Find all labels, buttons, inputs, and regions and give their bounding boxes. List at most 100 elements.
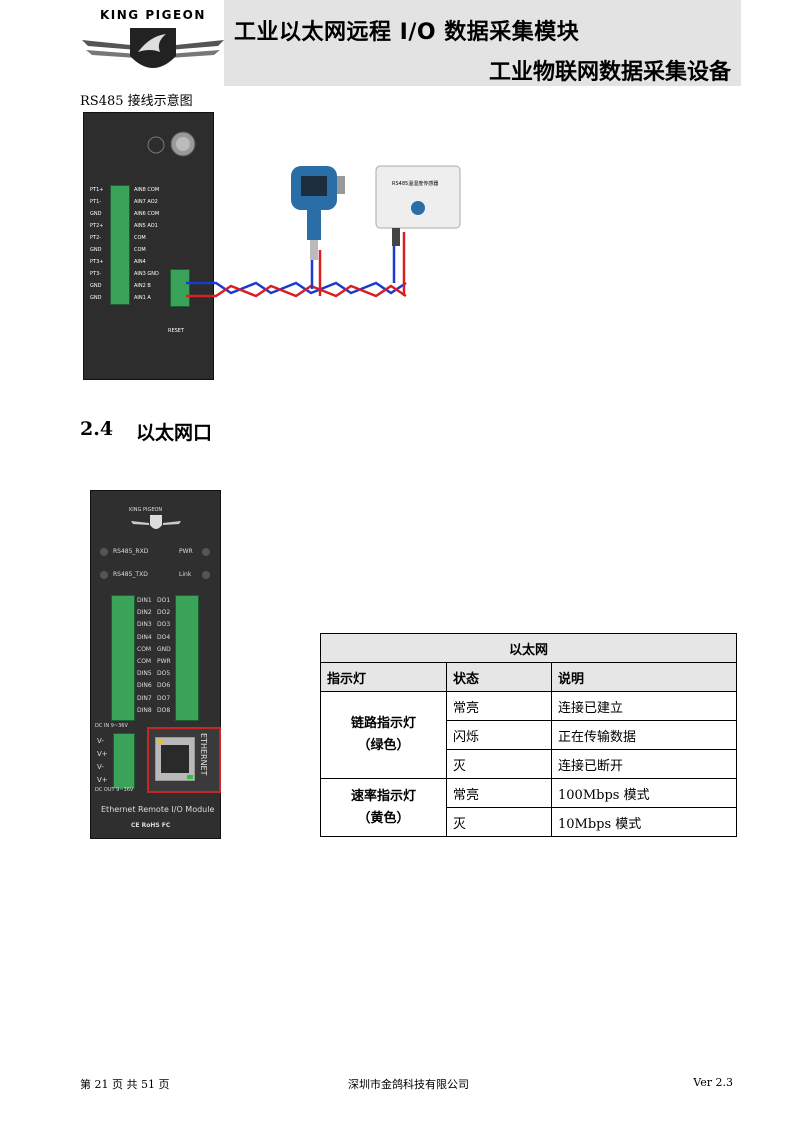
header-band bbox=[224, 0, 741, 86]
description-cell: 连接已建立 bbox=[551, 691, 737, 721]
pin-label-left: PT3- bbox=[90, 271, 102, 277]
io-label-din: DIN4 bbox=[137, 633, 152, 641]
pressure-transmitter bbox=[291, 166, 345, 260]
pin-label-left: PT1+ bbox=[90, 187, 104, 193]
king-pigeon-logo bbox=[82, 28, 224, 68]
table-title: 以太网 bbox=[320, 633, 737, 663]
led-pwr: PWR bbox=[179, 548, 193, 555]
ethernet-led-table: 以太网 指示灯 状态 说明 链路指示灯 （绿色） 常亮 连接已建立 闪烁 正在传… bbox=[320, 633, 737, 837]
brand-name: KING PIGEON bbox=[100, 8, 206, 22]
io-label-din: DIN2 bbox=[137, 609, 152, 617]
description-cell: 100Mbps 模式 bbox=[551, 778, 737, 808]
section-number: 2.4 bbox=[80, 418, 114, 440]
table-row: 灭 10Mbps 模式 bbox=[321, 807, 737, 837]
document-title: 工业以太网远程 I/O 数据采集模块 bbox=[234, 20, 580, 45]
speed-indicator-cell: 速率指示灯 （黄色） bbox=[320, 778, 447, 837]
model-label: Ethernet Remote I/O Module bbox=[101, 805, 215, 814]
reset-label: RESET bbox=[168, 328, 185, 334]
led-link: Link bbox=[179, 571, 192, 578]
version: Ver 2.3 bbox=[693, 1076, 733, 1089]
pwr-led-icon bbox=[202, 548, 210, 556]
terminal-block-do bbox=[175, 595, 199, 721]
io-label-din: DIN1 bbox=[137, 597, 152, 604]
io-label-do: DO3 bbox=[157, 621, 171, 629]
io-label-din: DIN6 bbox=[137, 682, 152, 690]
io-label-din: DIN5 bbox=[137, 670, 152, 678]
power-pin-label: V+ bbox=[97, 776, 108, 784]
link-indicator-color: （绿色） bbox=[357, 738, 410, 753]
company-name: 深圳市金鸽科技有限公司 bbox=[348, 1078, 469, 1091]
io-label-do: DO5 bbox=[157, 670, 171, 678]
state-cell: 闪烁 bbox=[446, 720, 552, 750]
io-label-do: DO7 bbox=[157, 694, 171, 702]
pin-label-left: GND bbox=[90, 295, 102, 301]
description-cell: 10Mbps 模式 bbox=[551, 807, 737, 837]
state-cell: 常亮 bbox=[446, 691, 552, 721]
io-label-do: DO2 bbox=[157, 609, 171, 617]
pin-label-right: AIN8 COM bbox=[134, 187, 160, 193]
temperature-humidity-sensor bbox=[375, 165, 461, 246]
led-rs485-rxd: RS485_RXD bbox=[113, 548, 149, 555]
io-label-din: COM bbox=[137, 645, 152, 653]
io-label-do: DO8 bbox=[157, 706, 171, 714]
io-label-do: DO6 bbox=[157, 682, 171, 690]
link-led-icon bbox=[202, 571, 210, 579]
terminal-block-din bbox=[111, 595, 135, 721]
terminal-block-power bbox=[113, 733, 135, 789]
pin-label-right: AIN6 COM bbox=[134, 211, 160, 217]
pin-label-right: AIN4 bbox=[134, 259, 146, 265]
power-pin-label: V+ bbox=[97, 750, 108, 758]
pin-label-right: COM bbox=[134, 235, 146, 241]
power-pin-label: V- bbox=[97, 737, 104, 745]
ground-symbol-icon bbox=[147, 136, 165, 154]
terminal-block-left bbox=[110, 185, 130, 305]
io-label-do: DO4 bbox=[157, 633, 171, 641]
header-state: 状态 bbox=[446, 662, 552, 692]
table-row: 速率指示灯 （黄色） 常亮 100Mbps 模式 bbox=[320, 778, 737, 837]
state-cell: 灭 bbox=[446, 807, 552, 837]
ethernet-port[interactable] bbox=[155, 737, 195, 781]
io-label-din: DIN7 bbox=[137, 694, 152, 702]
speed-indicator-name: 速率指示灯 bbox=[350, 788, 416, 804]
state-cell: 灭 bbox=[446, 749, 552, 779]
pin-label-left: PT3+ bbox=[90, 259, 104, 265]
link-indicator-cell: 链路指示灯 （绿色） bbox=[320, 691, 447, 779]
sensor-label: RS485温湿度传感器 bbox=[392, 181, 439, 187]
document-subtitle: 工业物联网数据采集设备 bbox=[488, 60, 731, 85]
dc-out-label: DC OUT 9~36V bbox=[95, 787, 134, 793]
pin-label-right: AIN7 AO2 bbox=[134, 199, 158, 205]
pin-label-left: PT1- bbox=[90, 199, 102, 205]
state-cell: 常亮 bbox=[446, 778, 552, 808]
device-brand: KING PIGEON bbox=[129, 507, 163, 513]
pin-label-right: COM bbox=[134, 247, 146, 253]
pin-label-right: AIN5 AO1 bbox=[134, 223, 158, 229]
led-rs485-txd: RS485_TXD bbox=[113, 571, 148, 578]
pin-label-left: PT2- bbox=[90, 235, 102, 241]
table-row: 闪烁 正在传输数据 bbox=[321, 720, 737, 750]
io-label-do: GND bbox=[157, 645, 171, 653]
ethernet-port-frame: ETHERNET bbox=[147, 727, 221, 793]
description-cell: 连接已断开 bbox=[551, 749, 737, 779]
pin-label-left: PT2+ bbox=[90, 223, 104, 229]
link-indicator-name: 链路指示灯 bbox=[350, 716, 416, 731]
page-number: 第 21 页 共 51 页 bbox=[80, 1078, 170, 1091]
pin-label-left: GND bbox=[90, 283, 102, 289]
txd-led-icon bbox=[100, 571, 108, 579]
power-pin-label: V- bbox=[97, 763, 104, 771]
certification-marks: CE RoHS FC bbox=[131, 822, 171, 829]
io-label-din: DIN8 bbox=[137, 706, 152, 714]
section-title: 以太网口 bbox=[136, 422, 213, 444]
pin-label-left: GND bbox=[90, 247, 102, 253]
device-logo-icon bbox=[131, 515, 181, 529]
io-label-din: DIN3 bbox=[137, 621, 152, 629]
io-label-do: PWR bbox=[157, 658, 171, 665]
ethernet-label: ETHERNET bbox=[199, 733, 208, 776]
ethernet-io-module: KING PIGEON RS485_RXD PWR RS485_TXD Link… bbox=[90, 490, 221, 839]
io-label-do: DO1 bbox=[157, 597, 171, 604]
pin-label-right: AIN1 A bbox=[134, 295, 151, 301]
description-cell: 正在传输数据 bbox=[551, 720, 737, 750]
table-row: 链路指示灯 （绿色） 常亮 连接已建立 bbox=[320, 691, 737, 779]
pin-label-right: AIN3 GND bbox=[134, 271, 159, 277]
io-label-din: COM bbox=[137, 658, 152, 665]
